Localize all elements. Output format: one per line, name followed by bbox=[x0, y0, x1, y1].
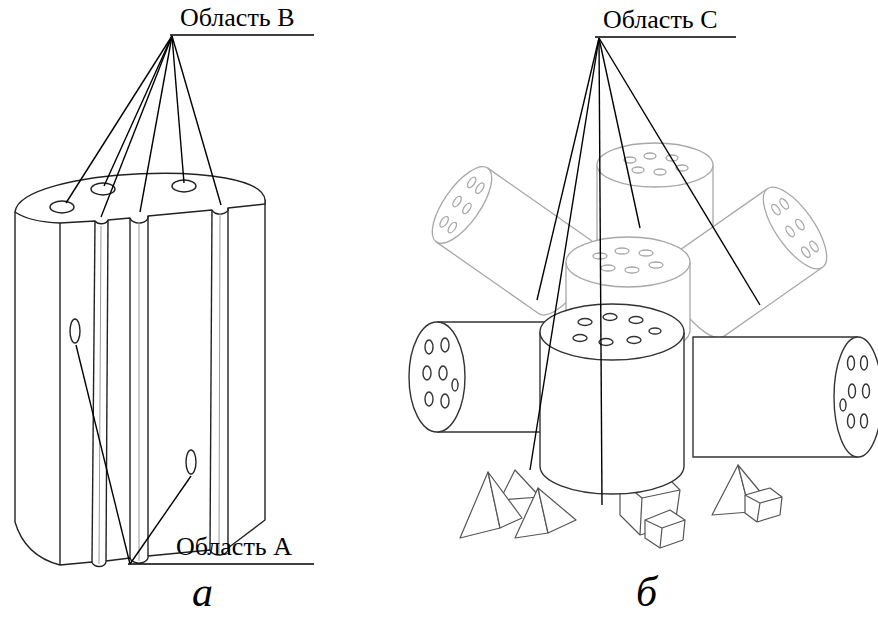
region-label: Область А bbox=[176, 532, 292, 562]
leader-lines bbox=[66, 35, 760, 564]
figure-letter: а bbox=[192, 568, 213, 616]
figure-letter: б bbox=[636, 568, 657, 616]
region-label: Область В bbox=[180, 3, 294, 33]
front-cylinder bbox=[540, 304, 684, 494]
region-label: Область С bbox=[603, 5, 717, 35]
cut-cylinder bbox=[15, 173, 265, 566]
